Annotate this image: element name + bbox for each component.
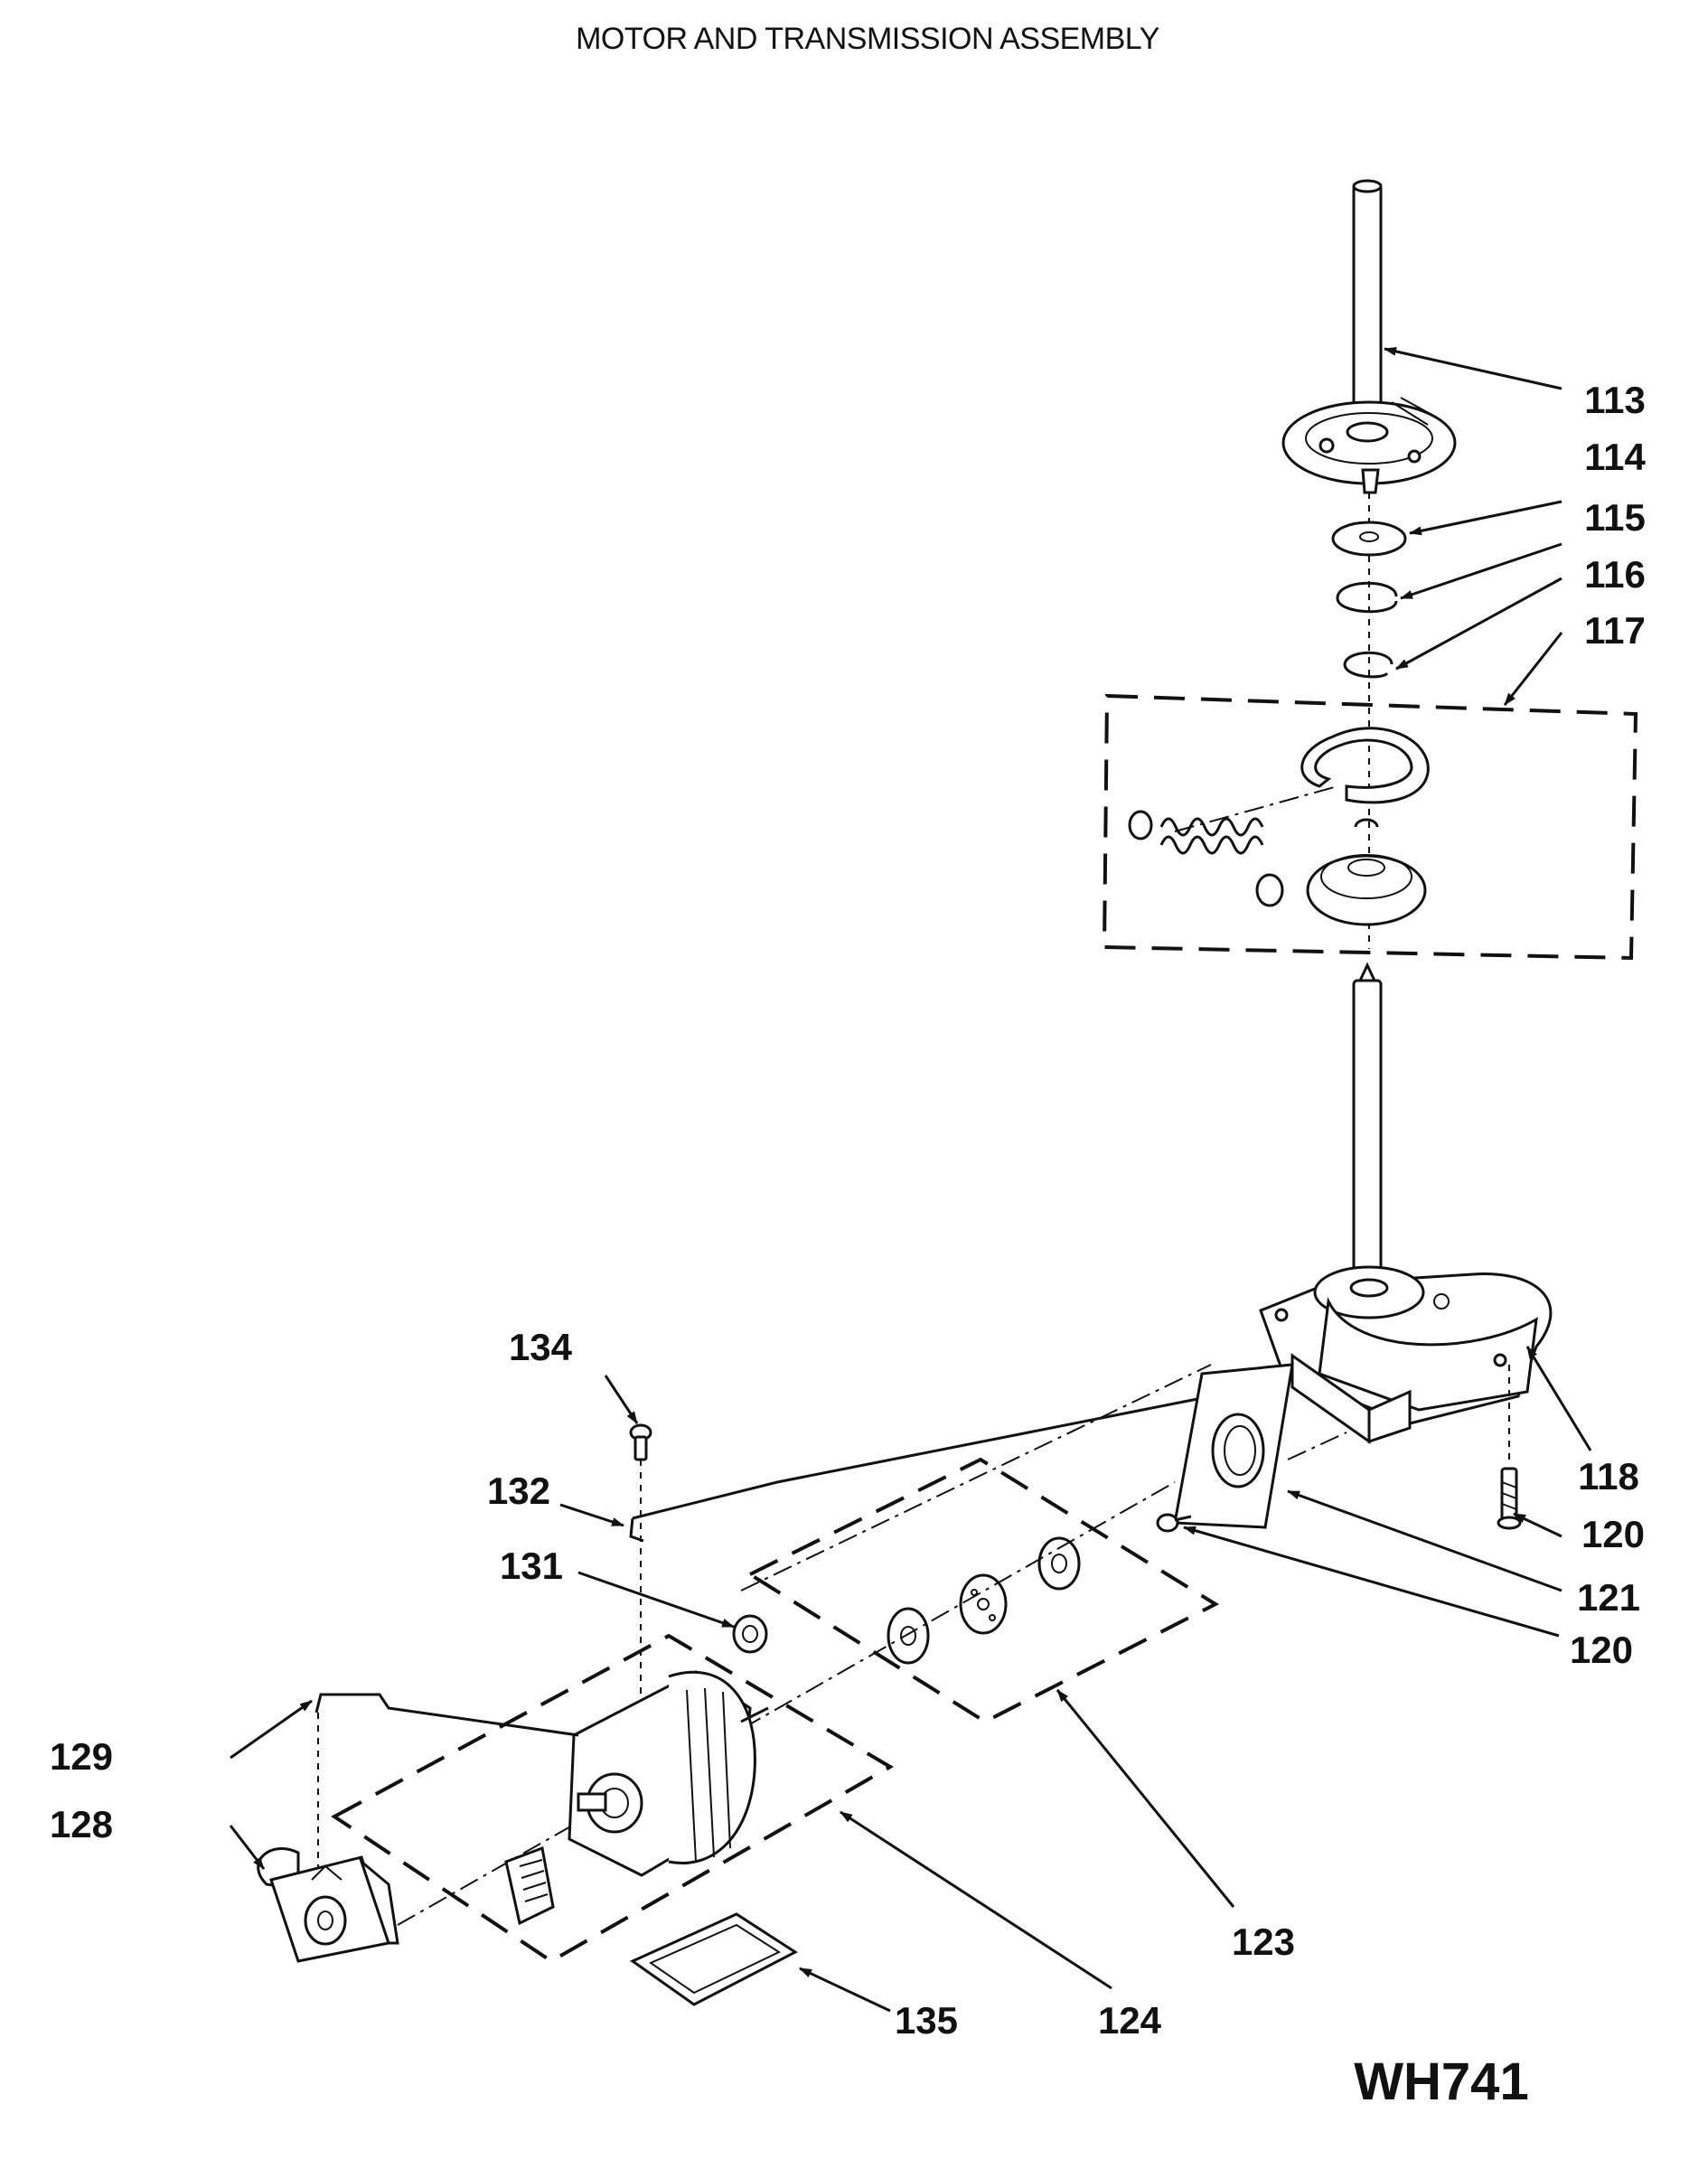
mount-plate-121 bbox=[1173, 1363, 1294, 1529]
lower-shaft bbox=[1352, 962, 1383, 1290]
group-box-117 bbox=[1102, 693, 1638, 961]
group-box-124 bbox=[331, 1633, 894, 1964]
wire-clip-129 bbox=[314, 1693, 579, 1889]
spring-wire-132 bbox=[629, 1397, 1198, 1543]
shaft-113 bbox=[1352, 179, 1383, 436]
drive-hub-113 bbox=[1281, 397, 1457, 494]
motor-124 bbox=[568, 1670, 769, 1877]
callout-134: 134 bbox=[509, 1326, 573, 1368]
leader-lines bbox=[229, 346, 1592, 2013]
callout-132: 132 bbox=[487, 1469, 550, 1512]
spring-assembly-117 bbox=[1128, 785, 1338, 907]
screw-120-center bbox=[1156, 1513, 1192, 1533]
callout-120-right: 120 bbox=[1581, 1513, 1645, 1555]
bumper-131 bbox=[732, 1614, 768, 1654]
callout-118: 118 bbox=[1578, 1455, 1639, 1498]
callout-113: 113 bbox=[1584, 379, 1646, 421]
callout-116: 116 bbox=[1584, 553, 1646, 596]
screw-134 bbox=[629, 1423, 652, 1717]
capacitor-clip-124 bbox=[504, 1845, 555, 1926]
clip-115 bbox=[1336, 581, 1398, 614]
callout-124: 124 bbox=[1098, 1999, 1162, 2042]
model-code: WH741 bbox=[1354, 2052, 1528, 2111]
callout-135: 135 bbox=[895, 1999, 958, 2042]
gasket-135 bbox=[629, 1912, 798, 2006]
ring-116 bbox=[1343, 651, 1394, 679]
pump-128 bbox=[257, 1847, 399, 1963]
coupling-parts-123 bbox=[887, 1536, 1081, 1665]
callout-117: 117 bbox=[1584, 609, 1646, 652]
group-box-123 bbox=[746, 1457, 1220, 1724]
callout-121: 121 bbox=[1577, 1576, 1640, 1619]
callout-114: 114 bbox=[1584, 436, 1646, 478]
callout-128: 128 bbox=[50, 1803, 113, 1845]
diagram-title: MOTOR AND TRANSMISSION ASSEMBLY bbox=[576, 22, 1159, 56]
callout-123: 123 bbox=[1232, 1920, 1295, 1963]
brake-band-117 bbox=[1300, 727, 1430, 804]
callout-labels: 113 114 115 116 117 118 120 121 120 123 … bbox=[50, 379, 1647, 2042]
brake-drum-117 bbox=[1306, 818, 1427, 926]
transmission-118 bbox=[1259, 1265, 1553, 1444]
callout-115: 115 bbox=[1584, 496, 1646, 539]
callout-131: 131 bbox=[500, 1545, 563, 1587]
callout-120-center: 120 bbox=[1570, 1629, 1633, 1671]
washer-114 bbox=[1331, 521, 1407, 557]
callout-129: 129 bbox=[50, 1735, 113, 1778]
